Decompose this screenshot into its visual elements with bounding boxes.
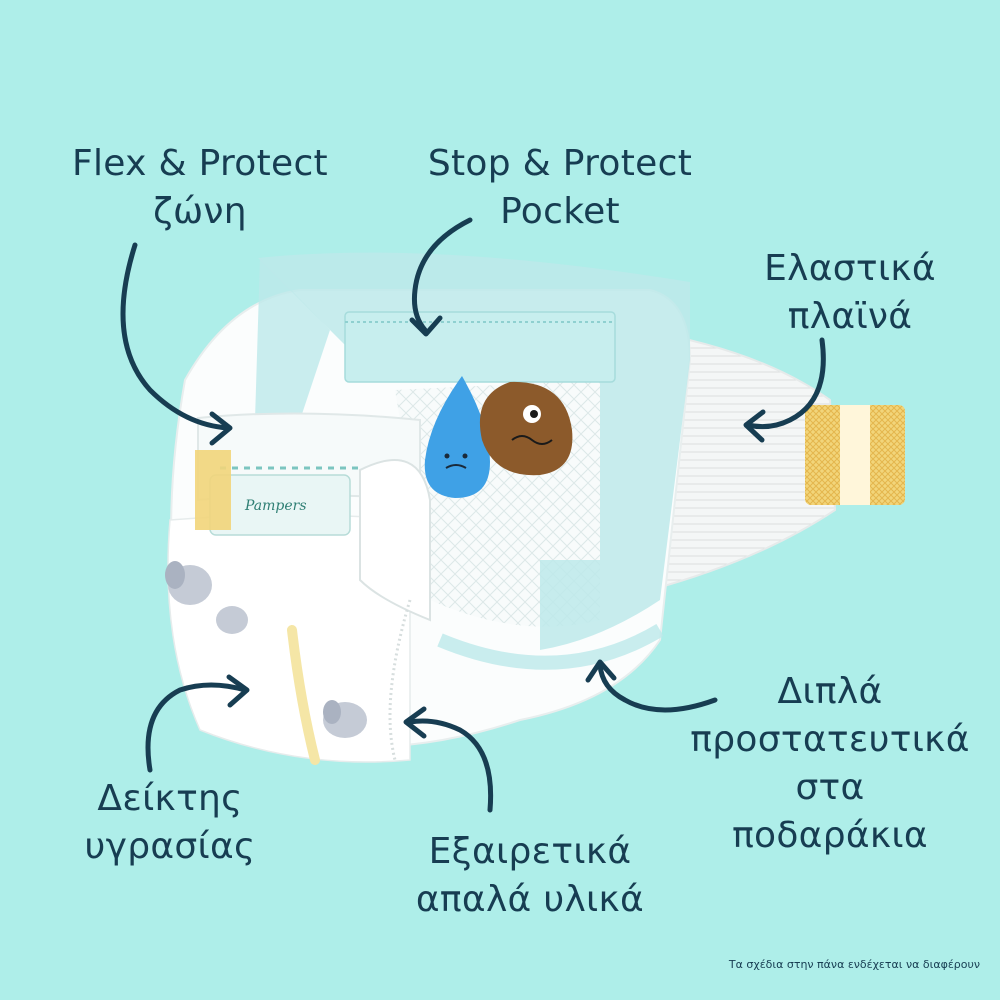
label-line: Ελαστικά xyxy=(764,248,936,289)
label-line: Εξαιρετικά xyxy=(428,831,632,872)
wetness-indicator-stripe xyxy=(287,625,320,765)
label-stop-protect: Stop & Protect Pocket xyxy=(400,140,720,236)
pampers-logo: Pampers xyxy=(245,498,307,514)
disclaimer-text: Τα σχέδια στην πάνα ενδέχεται να διαφέρο… xyxy=(728,958,980,971)
side-tab-yellow xyxy=(195,450,231,530)
label-line: προστατευτικά xyxy=(690,719,970,760)
label-line: Pocket xyxy=(500,191,620,232)
label-wetness-indicator: Δείκτης υγρασίας xyxy=(60,775,280,871)
label-elastic-sides: Ελαστικά πλαϊνά xyxy=(730,245,970,341)
elastic-side-panel xyxy=(638,328,905,592)
arrow-wetness-indicator xyxy=(145,674,250,773)
arrow-soft-materials xyxy=(403,706,494,813)
label-line: πλαϊνά xyxy=(787,296,913,337)
elephant-print xyxy=(165,561,367,738)
label-line: υγρασίας xyxy=(84,826,256,867)
arrow-flex-protect xyxy=(120,242,233,446)
arrow-elastic-sides xyxy=(743,337,826,443)
label-flex-protect: Flex & Protect ζώνη xyxy=(50,140,350,236)
label-line: Διπλά xyxy=(777,671,883,712)
label-leg-cuffs: Διπλά προστατευτικά στα ποδαράκια xyxy=(660,668,1000,860)
label-line: Stop & Protect xyxy=(427,143,693,184)
label-line: ζώνη xyxy=(153,191,247,232)
label-line: ποδαράκια xyxy=(732,815,928,856)
label-soft-materials: Εξαιρετικά απαλά υλικά xyxy=(380,828,680,924)
label-line: απαλά υλικά xyxy=(415,879,645,920)
arrow-stop-protect xyxy=(409,217,473,337)
label-line: στα xyxy=(795,767,865,808)
label-line: Δείκτης xyxy=(97,778,243,819)
diaper-body xyxy=(165,252,692,765)
poo-character xyxy=(479,381,573,476)
liquid-character xyxy=(424,376,490,498)
arrow-leg-cuffs xyxy=(585,659,718,713)
label-line: Flex & Protect xyxy=(72,143,328,184)
